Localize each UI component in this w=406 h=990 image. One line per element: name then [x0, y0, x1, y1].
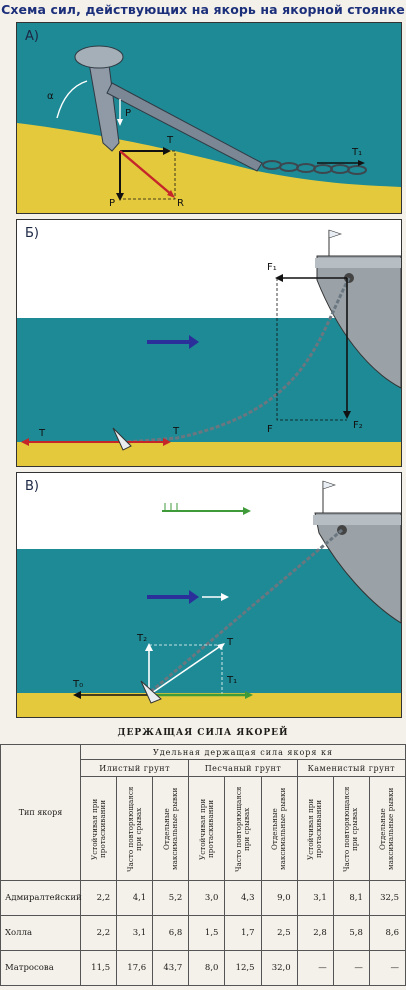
table-cell: — — [296, 950, 334, 986]
subcol-header: Отдельные максимальные рывки — [270, 787, 288, 870]
table-cell: 2,2 — [79, 880, 118, 916]
force-f2-label: F₂ — [353, 420, 363, 431]
table-cell: 9,0 — [260, 880, 298, 916]
force-p-label: P — [109, 198, 115, 209]
seabed — [17, 442, 401, 466]
force-t1-label: T₁ — [351, 147, 362, 158]
force-r-label: R — [177, 198, 184, 209]
span-header: Удельная держащая сила якоря кя — [80, 744, 406, 760]
table-cell: 2,2 — [79, 915, 118, 951]
force-t2-label: T₂ — [136, 633, 147, 644]
anchor-icon — [112, 427, 132, 451]
water-background — [17, 549, 401, 695]
ground-header-sand: Песчаный грунт — [188, 759, 298, 777]
current-arrow-icon — [147, 590, 199, 604]
ground-header-rock: Каменистый грунт — [296, 759, 406, 777]
table-cell: 4,1 — [116, 880, 154, 916]
table-cell: 1,5 — [188, 915, 226, 951]
chain-icon — [126, 277, 351, 444]
anchor-head-icon — [74, 45, 124, 69]
table-row: Холла 2,2 3,1 6,8 1,5 1,7 2,5 2,8 5,8 8,… — [0, 915, 406, 951]
type-header: Тип якоря — [0, 744, 81, 881]
alpha-label: α — [47, 91, 54, 102]
diagram-a-label: А) — [25, 29, 39, 44]
diagram-b: Б) F₁ F F₂ T T — [16, 219, 402, 467]
chain-icon — [146, 528, 343, 697]
table-cell: 5,2 — [152, 880, 190, 916]
table-cell: 32,5 — [368, 880, 406, 916]
table-cell: 3,1 — [296, 880, 334, 916]
current-arrow-icon — [147, 335, 199, 349]
table-cell: 6,8 — [152, 915, 190, 951]
subcol-header: Часто повторяющаяся при срывах — [125, 785, 143, 872]
table-cell: 2,8 — [296, 915, 334, 951]
seabed — [17, 693, 401, 717]
table-cell: — — [368, 950, 406, 986]
subcol-header: Часто повторяющаяся при срывах — [233, 785, 251, 872]
table-cell: 5,8 — [332, 915, 370, 951]
table-cell: 4,3 — [224, 880, 262, 916]
subcol-header: Отдельные максимальные рывки — [378, 787, 396, 870]
anchor-icon — [140, 680, 162, 704]
diagram-a: А) α P T T₁ P R — [16, 22, 402, 214]
alpha-arc — [56, 80, 88, 119]
diagram-c-label: В) — [25, 479, 39, 494]
force-t0-label: T₀ — [72, 679, 83, 690]
table-cell: 2,5 — [260, 915, 298, 951]
table-caption: ДЕРЖАЩАЯ СИЛА ЯКОРЕЙ — [117, 728, 289, 738]
anchor-arm-icon — [106, 82, 263, 172]
force-f1-label: F₁ — [267, 262, 277, 273]
weight-label: P — [125, 108, 131, 119]
diagram-c: В) T₂ T T₀ T₁ — [16, 472, 402, 718]
diagram-b-label: Б) — [25, 226, 39, 241]
force-r-arrow — [119, 150, 173, 196]
ground-header-silt: Илистый грунт — [79, 759, 190, 777]
anchor-type: Адмиралтейский — [0, 880, 82, 916]
table-cell: 1,7 — [224, 915, 262, 951]
table-cell: 11,5 — [79, 950, 118, 986]
table-cell: 43,7 — [152, 950, 190, 986]
table-row: Матросова 11,5 17,6 43,7 8,0 12,5 32,0 —… — [0, 950, 406, 986]
anchor-type: Матросова — [0, 950, 81, 986]
force-t1-label: T₁ — [226, 675, 237, 686]
anchor-type: Холла — [0, 915, 81, 951]
table-cell: 17,6 — [116, 950, 154, 986]
water-background — [17, 318, 401, 444]
table-cell: 12,5 — [224, 950, 262, 986]
table-cell: 8,6 — [368, 915, 406, 951]
table-cell: 3,0 — [188, 880, 226, 916]
page-title: Схема сил, действующих на якорь на якорн… — [1, 2, 405, 17]
subcol-header: Устойчивая при протаскивании — [197, 797, 215, 860]
force-t-left-label: T — [38, 428, 46, 439]
force-t-label: T — [226, 637, 234, 648]
subcol-header: Устойчивая при протаскивании — [89, 797, 107, 860]
force-f-label: F — [267, 424, 273, 435]
chain-icon — [262, 160, 367, 175]
table-cell: 8,1 — [332, 880, 370, 916]
table-row: Адмиралтейский 2,2 4,1 5,2 3,0 4,3 9,0 3… — [0, 880, 406, 916]
flag-icon — [328, 229, 342, 239]
force-t-label: T — [166, 135, 174, 146]
table-cell: 8,0 — [188, 950, 226, 986]
subcol-header: Часто повторяющаяся при срывах — [342, 785, 360, 872]
anchor-holding-table: Тип якоря Удельная держащая сила якоря к… — [0, 744, 406, 986]
subcol-header: Отдельные максимальные рывки — [161, 787, 179, 870]
table-cell: 3,1 — [116, 915, 154, 951]
ship-hull-icon — [314, 512, 401, 624]
force-t-right-label: T — [172, 426, 180, 437]
subcol-header: Устойчивая при протаскивании — [306, 797, 324, 860]
flag-icon — [322, 480, 336, 490]
ship-hull-icon — [316, 255, 401, 389]
table-cell: 32,0 — [260, 950, 298, 986]
table-cell: — — [332, 950, 370, 986]
